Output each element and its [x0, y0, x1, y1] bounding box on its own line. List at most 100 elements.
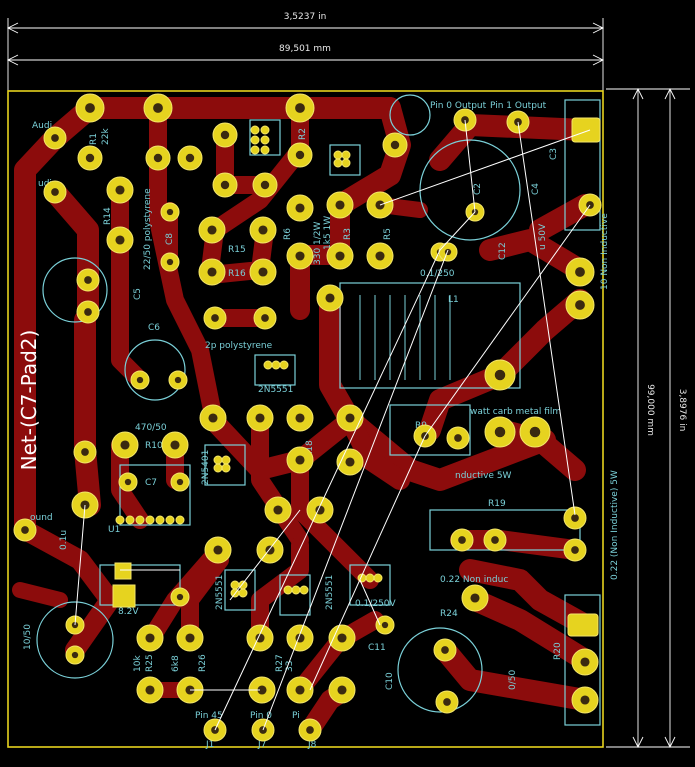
- pad-square-diode[interactable]: [112, 584, 136, 608]
- through-hole-pad[interactable]: [111, 431, 139, 459]
- through-hole-pad[interactable]: [136, 624, 164, 652]
- smd-pad[interactable]: [260, 125, 270, 135]
- smd-pad[interactable]: [260, 145, 270, 155]
- smd-pad[interactable]: [299, 585, 309, 595]
- through-hole-pad[interactable]: [326, 242, 354, 270]
- through-hole-pad[interactable]: [248, 676, 276, 704]
- through-hole-pad[interactable]: [326, 191, 354, 219]
- smd-pad[interactable]: [135, 515, 145, 525]
- smd-pad[interactable]: [291, 585, 301, 595]
- smd-pad[interactable]: [341, 150, 351, 160]
- through-hole-pad[interactable]: [461, 584, 489, 612]
- through-hole-pad[interactable]: [298, 718, 322, 742]
- through-hole-pad[interactable]: [336, 404, 364, 432]
- smd-pad[interactable]: [271, 360, 281, 370]
- smd-pad[interactable]: [283, 585, 293, 595]
- pad-square-d[interactable]: [114, 562, 132, 580]
- through-hole-pad[interactable]: [130, 370, 150, 390]
- through-hole-pad[interactable]: [328, 624, 356, 652]
- through-hole-pad[interactable]: [75, 93, 105, 123]
- through-hole-pad[interactable]: [43, 126, 67, 150]
- through-hole-pad[interactable]: [286, 446, 314, 474]
- smd-pad[interactable]: [341, 158, 351, 168]
- smd-pad[interactable]: [230, 580, 240, 590]
- through-hole-pad[interactable]: [438, 242, 458, 262]
- smd-pad[interactable]: [221, 455, 231, 465]
- through-hole-pad[interactable]: [212, 172, 238, 198]
- smd-pad[interactable]: [260, 135, 270, 145]
- through-hole-pad[interactable]: [483, 528, 507, 552]
- through-hole-pad[interactable]: [198, 216, 226, 244]
- smd-pad[interactable]: [250, 145, 260, 155]
- through-hole-pad[interactable]: [519, 416, 551, 448]
- through-hole-pad[interactable]: [484, 416, 516, 448]
- through-hole-pad[interactable]: [168, 370, 188, 390]
- through-hole-pad[interactable]: [13, 518, 37, 542]
- through-hole-pad[interactable]: [286, 194, 314, 222]
- smd-pad[interactable]: [125, 515, 135, 525]
- through-hole-pad[interactable]: [435, 690, 459, 714]
- smd-pad[interactable]: [145, 515, 155, 525]
- through-hole-pad[interactable]: [160, 202, 180, 222]
- through-hole-pad[interactable]: [565, 290, 595, 320]
- smd-pad[interactable]: [333, 150, 343, 160]
- through-hole-pad[interactable]: [249, 216, 277, 244]
- through-hole-pad[interactable]: [375, 615, 395, 635]
- through-hole-pad[interactable]: [65, 645, 85, 665]
- through-hole-pad[interactable]: [366, 242, 394, 270]
- through-hole-pad[interactable]: [253, 306, 277, 330]
- through-hole-pad[interactable]: [160, 252, 180, 272]
- through-hole-pad[interactable]: [563, 506, 587, 530]
- through-hole-pad[interactable]: [136, 676, 164, 704]
- through-hole-pad[interactable]: [286, 242, 314, 270]
- pad-connector-top[interactable]: [571, 117, 601, 143]
- through-hole-pad[interactable]: [246, 404, 274, 432]
- through-hole-pad[interactable]: [450, 528, 474, 552]
- through-hole-pad[interactable]: [285, 93, 315, 123]
- through-hole-pad[interactable]: [316, 284, 344, 312]
- through-hole-pad[interactable]: [199, 404, 227, 432]
- smd-pad[interactable]: [250, 135, 260, 145]
- through-hole-pad[interactable]: [256, 536, 284, 564]
- smd-pad[interactable]: [238, 580, 248, 590]
- through-hole-pad[interactable]: [246, 624, 274, 652]
- through-hole-pad[interactable]: [73, 440, 97, 464]
- smd-pad[interactable]: [373, 573, 383, 583]
- through-hole-pad[interactable]: [170, 587, 190, 607]
- through-hole-pad[interactable]: [306, 496, 334, 524]
- through-hole-pad[interactable]: [252, 172, 278, 198]
- through-hole-pad[interactable]: [287, 142, 313, 168]
- through-hole-pad[interactable]: [286, 624, 314, 652]
- through-hole-pad[interactable]: [212, 122, 238, 148]
- smd-pad[interactable]: [263, 360, 273, 370]
- through-hole-pad[interactable]: [565, 257, 595, 287]
- smd-pad[interactable]: [165, 515, 175, 525]
- through-hole-pad[interactable]: [328, 676, 356, 704]
- through-hole-pad[interactable]: [145, 145, 171, 171]
- through-hole-pad[interactable]: [76, 300, 100, 324]
- through-hole-pad[interactable]: [264, 496, 292, 524]
- through-hole-pad[interactable]: [433, 638, 457, 662]
- smd-pad[interactable]: [250, 125, 260, 135]
- smd-pad[interactable]: [213, 463, 223, 473]
- through-hole-pad[interactable]: [204, 536, 232, 564]
- through-hole-pad[interactable]: [170, 472, 190, 492]
- through-hole-pad[interactable]: [286, 676, 314, 704]
- through-hole-pad[interactable]: [177, 145, 203, 171]
- through-hole-pad[interactable]: [77, 145, 103, 171]
- through-hole-pad[interactable]: [249, 258, 277, 286]
- smd-pad[interactable]: [238, 588, 248, 598]
- through-hole-pad[interactable]: [571, 686, 599, 714]
- through-hole-pad[interactable]: [571, 648, 599, 676]
- smd-pad[interactable]: [175, 515, 185, 525]
- through-hole-pad[interactable]: [484, 359, 516, 391]
- through-hole-pad[interactable]: [382, 132, 408, 158]
- pad-connector-bottom[interactable]: [567, 613, 599, 637]
- through-hole-pad[interactable]: [143, 93, 173, 123]
- smd-pad[interactable]: [333, 158, 343, 168]
- through-hole-pad[interactable]: [106, 176, 134, 204]
- smd-pad[interactable]: [365, 573, 375, 583]
- through-hole-pad[interactable]: [161, 431, 189, 459]
- through-hole-pad[interactable]: [76, 268, 100, 292]
